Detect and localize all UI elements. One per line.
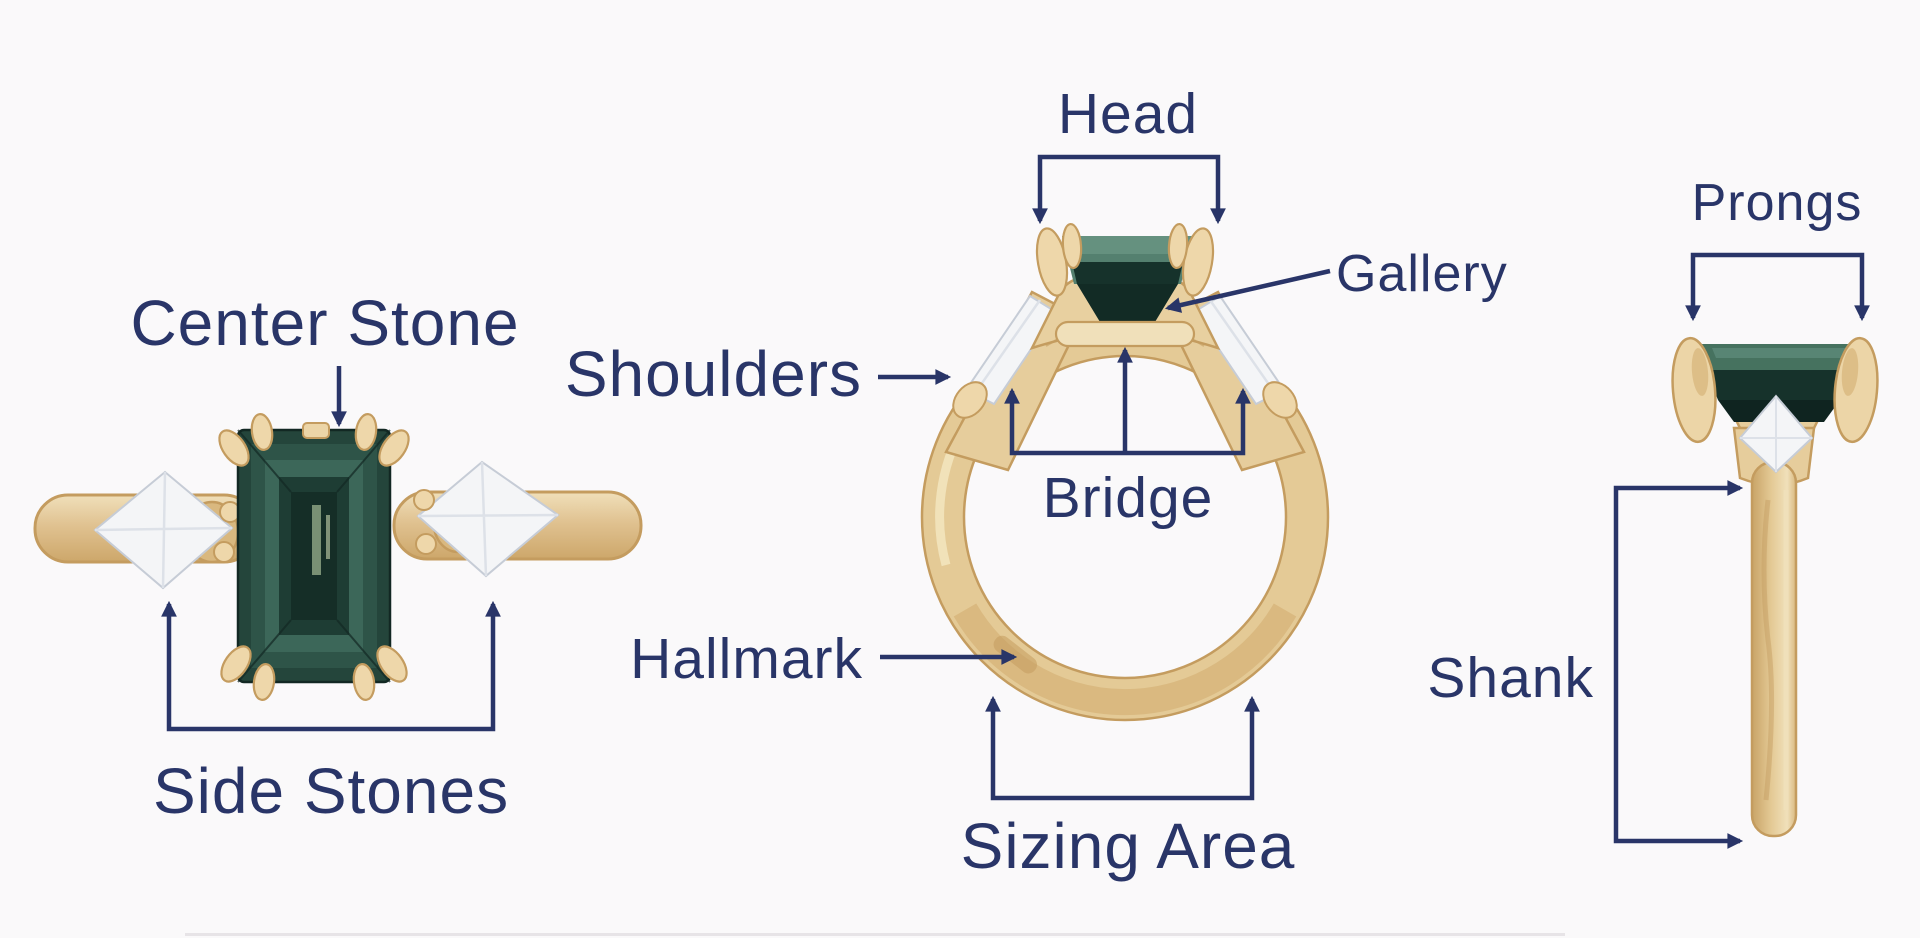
shoulders-label: Shoulders: [565, 338, 862, 410]
gallery-label: Gallery: [1336, 245, 1508, 303]
bottom-edge-line: [185, 933, 1565, 936]
front-center-stone: [1062, 236, 1193, 322]
prongs-bracket: [1685, 252, 1870, 322]
bridge-bar: [1054, 320, 1196, 348]
head-label: Head: [1058, 82, 1198, 146]
side-prongs: [1671, 336, 1879, 444]
center-stone: [236, 422, 392, 684]
top-prong-tab: [302, 422, 330, 439]
side-accent-stone: [1738, 394, 1814, 474]
side-stone-left: [93, 470, 234, 590]
prongs-label: Prongs: [1692, 174, 1863, 232]
center-stone-label: Center Stone: [130, 287, 519, 359]
sizing-area-bracket: [985, 695, 1260, 801]
shank-label: Shank: [1427, 646, 1594, 710]
center-stone-prongs: [218, 413, 410, 701]
shank-bar: [1750, 460, 1798, 838]
front-prongs: [1035, 222, 1215, 297]
gallery-arrow: [1164, 268, 1331, 313]
hallmark-label: Hallmark: [630, 627, 863, 691]
sizing-area-label: Sizing Area: [961, 810, 1296, 882]
side-stone-slab: [1698, 344, 1860, 422]
side-stones-label: Side Stones: [153, 755, 509, 827]
head-bracket: [1032, 154, 1226, 225]
side-stone-prongs: [213, 489, 437, 563]
side-view-ring: [1671, 336, 1879, 838]
annotations: Center Stone Side Stones Head Gallery Sh…: [130, 82, 1870, 882]
shoulder-tip-left: [952, 381, 988, 419]
bridge-bracket: [1004, 387, 1251, 456]
shank-bracket: [1613, 480, 1744, 849]
side-stone-right: [416, 460, 560, 578]
side-stones-bracket: [161, 600, 501, 732]
shoulder-tip-right: [1262, 381, 1298, 419]
bridge-label: Bridge: [1043, 466, 1214, 530]
shank-shading: [1761, 499, 1775, 801]
